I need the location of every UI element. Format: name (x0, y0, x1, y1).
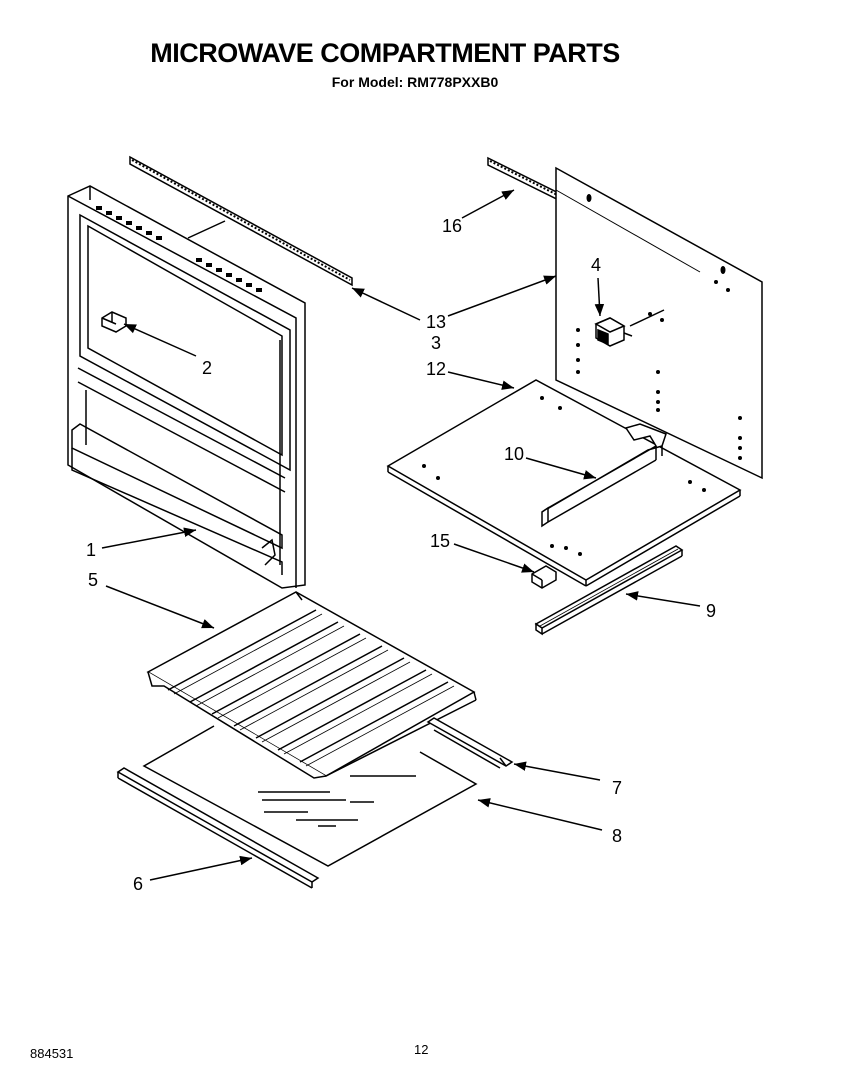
front-frame-vent-slots (96, 206, 262, 292)
callout-6: 6 (133, 874, 143, 894)
callout-7: 7 (612, 778, 622, 798)
top-trim-strip (129, 155, 353, 287)
callout-leaders (101, 189, 701, 881)
page-title: MICROWAVE COMPARTMENT PARTS (150, 38, 620, 68)
model-subtitle: For Model: RM778PXXB0 (331, 74, 499, 90)
front-frame (67, 185, 306, 589)
callout-5: 5 (88, 570, 98, 590)
callout-2: 2 (202, 358, 212, 378)
ribbed-tray (146, 591, 477, 779)
floor-clip (531, 565, 557, 589)
diagram-number: 884531 (30, 1046, 74, 1061)
callout-1: 1 (86, 540, 96, 560)
right-slide-rail (534, 545, 684, 636)
callout-3: 3 (431, 333, 441, 353)
callout-10: 10 (504, 444, 524, 464)
rear-panel-component (594, 317, 633, 347)
page-number: 12 (414, 1042, 429, 1057)
callout-15: 15 (430, 531, 450, 551)
bottom-shield-sheet (142, 725, 478, 867)
callout-13: 13 (426, 312, 446, 332)
floor-plate (386, 379, 742, 587)
floor-rail (541, 423, 667, 528)
callout-4: 4 (591, 255, 601, 275)
callout-9: 9 (706, 601, 716, 621)
tray-slide (426, 717, 514, 769)
callout-16: 16 (442, 216, 462, 236)
callout-12: 12 (426, 359, 446, 379)
callout-8: 8 (612, 826, 622, 846)
rear-panel (555, 166, 763, 480)
front-trim-strip (116, 767, 320, 889)
